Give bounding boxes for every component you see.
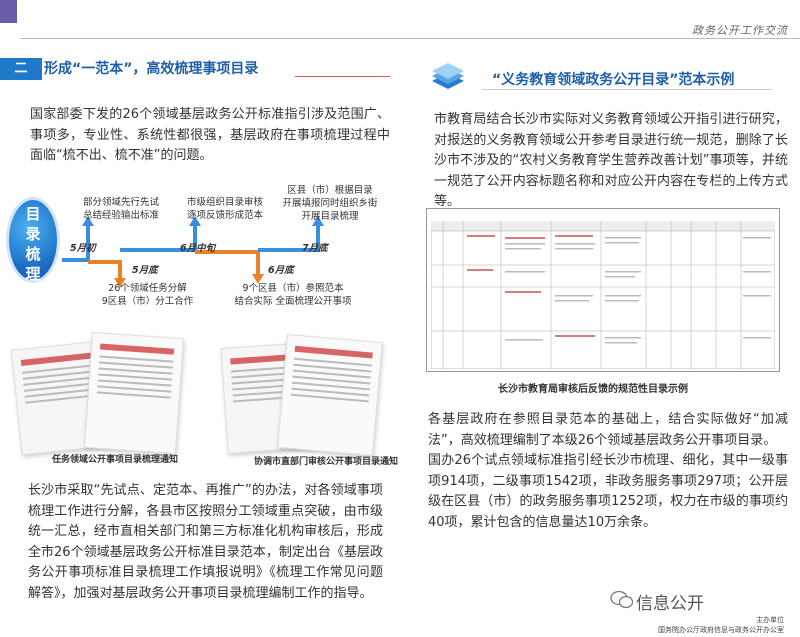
catalog-table-image [426,208,780,372]
doc-caption-2: 协调市直部门审核公开事项目录通知 [254,457,399,467]
doc-caption-1: 任务领域公开事项目录梳理通知 [52,455,179,465]
header-tag: 政务公开工作交流 [692,24,788,37]
top-bar: 政务公开工作交流 [0,0,800,40]
flow-step-3-text: 市级组织目录审核 逐项反馈形成范本 [186,197,263,221]
flow-step-5-date: 7月底 [302,243,328,254]
notice-doc-1b [84,331,184,455]
flow-step-2-text: 26个领域任务分解 9区县（市）分工合作 [101,283,194,307]
section-title: 形成“一范本”，高效梳理事项目录 [44,61,259,77]
table-caption: 长沙市教育局审核后反馈的规范性目录示例 [498,384,688,395]
circle-char-1: 目 [25,205,41,223]
section-heading: 二 形成“一范本”，高效梳理事项目录 [0,58,390,80]
flow-step-1-text: 部分领域先行先试 总结经验输出标准 [82,197,159,221]
catalog-circle: 目 录 梳 理 [6,197,60,283]
watermark: 信息公开 [636,594,704,614]
flow-arrowhead-1 [82,216,94,226]
flow-step-4-text: 9个区县（市）参照范本 结合实际 全面梳理公开事项 [234,283,352,307]
notice-doc-2b [277,334,383,456]
table-grid [431,221,775,369]
flow-step-4-date: 6月底 [268,265,294,276]
flow-arrow-5 [258,224,320,252]
wechat-icon [610,590,634,609]
footer-sponsor-label: 主办单位 [756,616,784,624]
flow-arrowhead-3 [189,216,201,226]
left-paragraph-1: 国家部委下发的26个领域基层政务公开标准指引涉及范围广、事项多，专业性、系统性都… [30,107,390,163]
right-paragraph-2: 各基层政府在参照目录范本的基础上，结合实际做好“加减法”，高效梳理编制了本级26… [428,412,788,530]
flow-step-5-text: 区县（市）根据目录 开展填报同时组织乡街 开展目录梳理 [282,185,378,222]
section-number: 二 [0,58,42,80]
flow-step-1-date: 5月初 [70,243,96,254]
flow-arrowhead-2 [114,278,126,288]
flow-arrow-4 [195,250,260,276]
circle-char-4: 理 [25,265,41,283]
stack-icon [432,63,464,89]
flow-arrowhead-5 [312,216,324,226]
circle-char-3: 梳 [25,245,41,263]
example-title-rule [482,89,772,90]
section-rule [295,76,390,77]
flow-step-3-date: 6月中旬 [180,243,216,254]
header-rule [20,38,800,39]
header-block [0,0,17,23]
footer-sponsor: 国务院办公厅政府信息与政务公开办公室 [658,626,784,634]
left-paragraph-2: 长沙市采取“先试点、定范本、再推广”的办法，对各领域事项梳理工作进行分解，各县市… [28,483,383,601]
circle-char-2: 录 [25,225,41,243]
flow-arrowhead-4 [252,274,264,284]
flow-step-2-date: 5月底 [132,265,158,276]
flow-diagram [62,216,324,288]
right-paragraph-1: 市教育局结合长沙市实际对义务教育领域公开指引进行研究，对报送的义务教育领域公开参… [434,112,788,209]
flow-arrow-2 [88,260,122,280]
example-title: “义务教育领域政务公开目录”范本示例 [492,72,735,88]
